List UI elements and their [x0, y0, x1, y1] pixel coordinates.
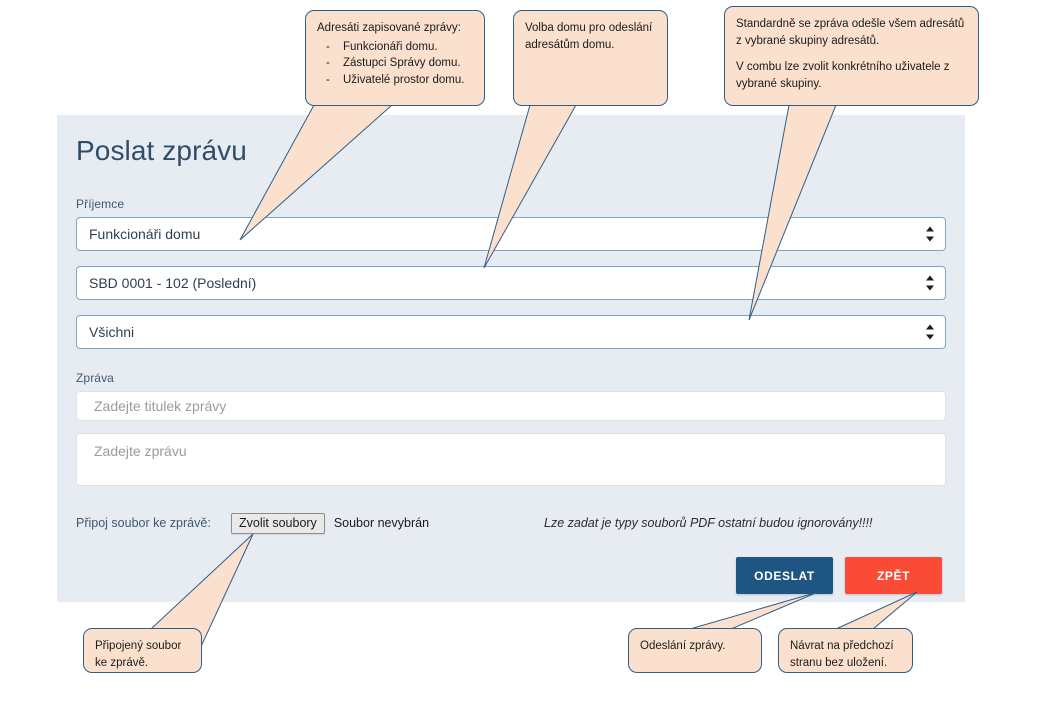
recipient-group-value: Funkcionáři domu	[89, 226, 201, 242]
user-select[interactable]: Všichni	[76, 315, 946, 349]
callout-recipients: Adresáti zapisované zprávy: Funkcionáři …	[305, 10, 485, 106]
house-value: SBD 0001 - 102 (Poslední)	[89, 275, 257, 291]
form-body: Příjemce Funkcionáři domu SBD 0001 - 102…	[57, 197, 965, 594]
callout-user-line1: Standardně se zpráva odešle všem adresát…	[736, 18, 965, 47]
recipient-label: Příjemce	[76, 197, 125, 211]
action-button-row: ODESLAT ZPĚT	[76, 557, 946, 594]
back-button[interactable]: ZPĚT	[845, 557, 942, 594]
callout-house: Volba domu pro odeslání adresátům domu.	[513, 10, 668, 106]
callout-recipients-heading: Adresáti zapisované zprávy:	[317, 22, 461, 34]
page-title: Poslat zprávu	[76, 135, 247, 166]
message-body-textarea[interactable]: Zadejte zprávu	[76, 433, 946, 486]
callout-house-text: Volba domu pro odeslání adresátům domu.	[525, 22, 653, 51]
choose-files-button[interactable]: Zvolit soubory	[231, 512, 325, 534]
callout-back-text: Návrat na předchozí stranu bez uložení.	[790, 640, 894, 669]
file-type-note: Lze zadat je typy souborů PDF ostatní bu…	[544, 516, 873, 530]
file-status-text: Soubor nevybrán	[333, 516, 430, 530]
chevron-updown-icon	[925, 226, 934, 242]
message-subject-input[interactable]: Zadejte titulek zprávy	[76, 391, 946, 421]
attachment-row: Připoj soubor ke zprávě: Zvolit soubory …	[76, 512, 946, 534]
message-label: Zpráva	[76, 371, 114, 385]
send-button[interactable]: ODESLAT	[736, 557, 833, 594]
callout-attachment-text: Připojený soubor ke zprávě.	[95, 640, 182, 669]
list-item: Uživatelé prostor domu.	[317, 72, 473, 89]
recipient-group-select[interactable]: Funkcionáři domu	[76, 217, 946, 251]
list-item: Zástupci Správy domu.	[317, 55, 473, 72]
callout-send: Odeslání zprávy.	[628, 628, 762, 673]
callout-recipients-list: Funkcionáři domu. Zástupci Správy domu. …	[317, 39, 473, 89]
callout-send-text: Odeslání zprávy.	[640, 640, 726, 652]
list-item: Funkcionáři domu.	[317, 39, 473, 56]
send-message-panel: Poslat zprávu Příjemce Funkcionáři domu …	[57, 115, 965, 602]
callout-user-line2: V combu lze zvolit konkrétního uživatele…	[736, 61, 950, 91]
chevron-updown-icon	[925, 324, 934, 340]
callout-user: Standardně se zpráva odešle všem adresát…	[724, 6, 979, 106]
callout-attachment: Připojený soubor ke zprávě.	[83, 628, 202, 673]
chevron-updown-icon	[925, 275, 934, 291]
house-select[interactable]: SBD 0001 - 102 (Poslední)	[76, 266, 946, 300]
user-value: Všichni	[89, 324, 135, 340]
attachment-label: Připoj soubor ke zprávě:	[76, 516, 211, 530]
callout-back: Návrat na předchozí stranu bez uložení.	[778, 628, 913, 673]
